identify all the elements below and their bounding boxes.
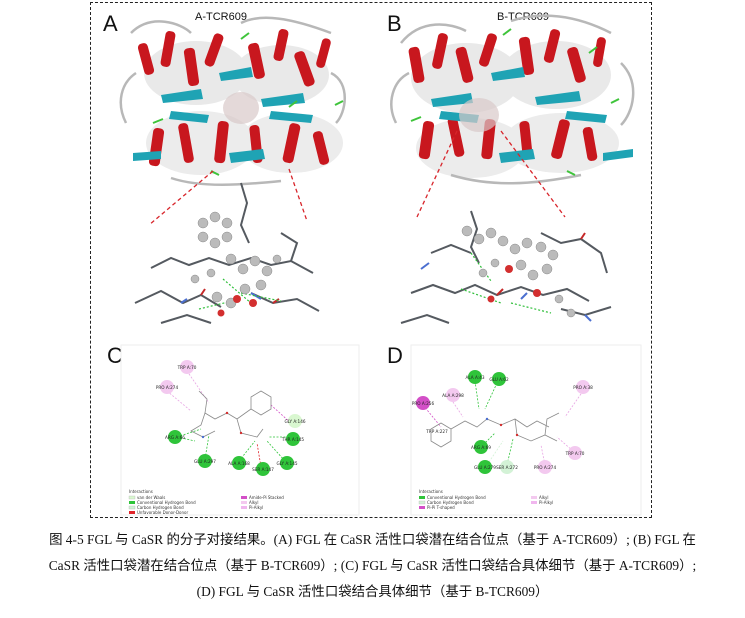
panel-d-residue-label: TRP A:227 <box>425 429 448 434</box>
panel-c-legend-label: Alkyl <box>249 500 259 505</box>
panel-b-helix-cluster <box>390 14 635 185</box>
panel-a-title: A-TCR609 <box>195 11 247 23</box>
panel-c-legend-label: Unfavorable Donor-Donor <box>137 510 188 515</box>
panel-c-ligand <box>190 390 272 439</box>
panel-a-zoom-lines <box>148 168 308 226</box>
panel-d-legend-label: Pi-Pi T-shaped <box>427 505 455 510</box>
figure-frame: A A-TCR609 <box>90 2 652 518</box>
panel-a-helix-cluster <box>119 16 346 186</box>
panel-d-legend-label: Alkyl <box>539 495 549 500</box>
panel-c-residue-label: ALA A:168 <box>228 461 250 466</box>
panel-d-legend-title: Interactions <box>419 489 443 494</box>
panel-d-residue-label: PRO A:274 <box>534 465 557 470</box>
panel-d: D <box>371 333 651 517</box>
panel-c-legend: Interactions van der Waals Conventional … <box>128 489 284 515</box>
panel-d-ligand <box>430 412 560 448</box>
caption-line-3: (D) FGL 与 CaSR 活性口袋结合具体细节（基于 B-TCR609） <box>196 584 549 599</box>
panel-c-legend-title: Interactions <box>129 489 153 494</box>
panel-d-residue-label: ALA A:43 <box>465 375 484 380</box>
panel-c-residue-label: PRO A:274 <box>156 385 179 390</box>
panel-d-interaction-diagram: ALA A:43 GLU A:62 ALA A:298 PRO A:256 TR… <box>410 344 642 516</box>
panel-c-residue-label: TRP A:70 <box>177 365 197 370</box>
panel-a-ligand-pocket <box>134 182 320 324</box>
panel-c-letter: C <box>107 343 123 368</box>
caption-line-2: CaSR 活性口袋潜在结合位点（基于 B-TCR609）; (C) FGL 与 … <box>48 558 697 573</box>
panel-c: C <box>91 333 371 517</box>
panel-c-residue-label: THR A:145 <box>281 437 304 442</box>
panel-c-legend-label: Amide-Pi Stacked <box>249 495 284 500</box>
panel-d-legend-label: Pi-Alkyl <box>539 500 553 505</box>
panel-b-letter: B <box>387 11 402 36</box>
panel-d-letter: D <box>387 343 403 368</box>
panel-c-legend-label: van der Waals <box>137 495 165 500</box>
panel-d-residue-label: PRO A:38 <box>573 385 593 390</box>
panel-c-residue-label: SER A:147 <box>252 467 274 472</box>
panel-c-legend-label: Carbon Hydrogen Bond <box>137 505 184 510</box>
panel-a-letter: A <box>103 11 118 36</box>
panel-d-residue-label: PRO A:256 <box>412 401 435 406</box>
panel-d-residue-label: TRP A:70 <box>565 451 585 456</box>
panel-c-legend-label: Pi-Alkyl <box>249 505 263 510</box>
panel-c-legend-label: Conventional Hydrogen Bond <box>137 500 196 505</box>
figure-caption: 图 4-5 FGL 与 CaSR 的分子对接结果。(A) FGL 在 CaSR … <box>6 527 739 605</box>
panel-b-zoom-lines <box>416 130 566 218</box>
panel-d-residue-label: ARG A:69 <box>471 445 491 450</box>
panel-c-residue-discs <box>160 360 302 476</box>
panel-d-residue-label: SER A:272 <box>496 465 518 470</box>
panel-d-legend-label: Conventional Hydrogen Bond <box>427 495 486 500</box>
panel-b-protein-structure <box>390 14 635 324</box>
panel-d-residue-discs <box>416 370 590 474</box>
panel-c-residue-label: GLU A:297 <box>194 459 216 464</box>
panel-a-protein-structure <box>119 16 346 324</box>
panel-b-ligand-pocket <box>400 210 612 324</box>
panel-d-legend-label: Carbon Hydrogen Bond <box>427 500 474 505</box>
panel-d-residue-label: GLU A:62 <box>489 377 509 382</box>
panel-c-residue-label: GLY A:145 <box>276 461 297 466</box>
panel-d-residue-label: ALA A:298 <box>442 393 464 398</box>
panel-c-residue-label: ARG A:66 <box>165 435 185 440</box>
panel-d-legend: Interactions Conventional Hydrogen Bond … <box>418 489 553 510</box>
panel-c-residue-label: GLY A:146 <box>284 419 305 424</box>
caption-line-1: 图 4-5 FGL 与 CaSR 的分子对接结果。(A) FGL 在 CaSR … <box>49 532 696 547</box>
panel-a: A A-TCR609 <box>91 3 371 333</box>
panel-c-interaction-diagram: TRP A:70 PRO A:274 GLY A:146 ARG A:66 GL… <box>120 344 360 516</box>
panel-b: B B-TCR609 <box>371 3 651 333</box>
panel-d-residue-label: GLU A:279 <box>474 465 496 470</box>
